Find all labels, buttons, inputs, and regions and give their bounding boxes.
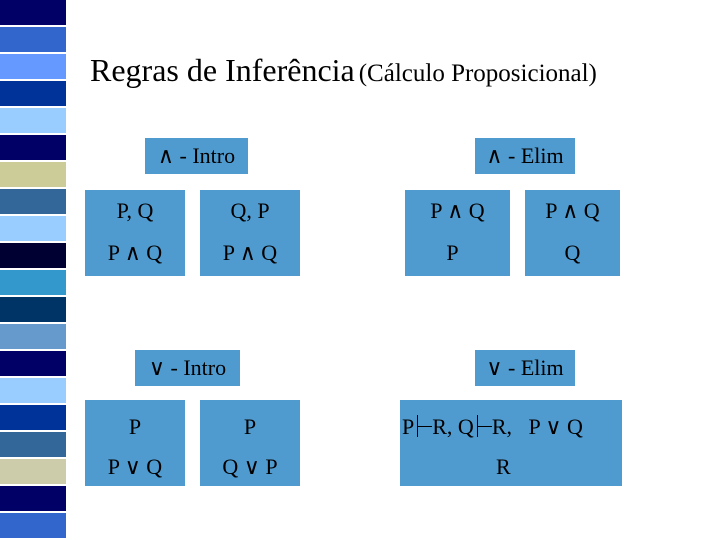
- stripe-block: [0, 0, 66, 25]
- rule-premise: P: [243, 414, 257, 439]
- stripe-block: [0, 351, 66, 376]
- rule-conclusion: Q: [564, 240, 581, 265]
- rule-conclusion: P ∧ Q: [107, 240, 163, 265]
- stripe-block: [0, 243, 66, 268]
- rule-premise: P: [128, 414, 142, 439]
- stripe-block: [0, 324, 66, 349]
- and-intro-header: ∧ - Intro: [145, 138, 248, 174]
- and-elim-rule-2: P ∧ Q Q: [525, 190, 620, 276]
- stripe-block: [0, 270, 66, 295]
- stripe-block: [0, 513, 66, 538]
- turnstile-icon: [474, 415, 492, 437]
- rule-premise: P ∧ Q: [545, 198, 600, 223]
- premise-p: P: [402, 414, 415, 439]
- stripe-block: [0, 432, 66, 457]
- stripe-block: [0, 81, 66, 106]
- and-intro-rule-1: P, Q P ∧ Q: [85, 190, 185, 276]
- rule-conclusion: P ∨ Q: [107, 454, 163, 479]
- or-intro-rule-2: P Q ∨ P: [200, 400, 300, 486]
- rule-conclusion: R: [496, 454, 511, 479]
- premise-rest: R, P ∨ Q: [491, 414, 583, 439]
- and-intro-rule-2: Q, P P ∧ Q: [200, 190, 300, 276]
- or-elim-header: ∨ - Elim: [475, 350, 575, 386]
- stripe-block: [0, 27, 66, 52]
- rule-premise: Q, P: [230, 198, 270, 223]
- or-intro-rule-1: P P ∨ Q: [85, 400, 185, 486]
- turnstile-icon: [414, 415, 433, 437]
- stripe-block: [0, 189, 66, 214]
- stripe-block: [0, 108, 66, 133]
- stripe-block: [0, 405, 66, 430]
- rule-premise: P, Q: [116, 198, 154, 223]
- stripe-block: [0, 378, 66, 403]
- stripe-block: [0, 459, 66, 484]
- title-subtitle: (Cálculo Proposicional): [358, 60, 597, 87]
- stripe-block: [0, 54, 66, 79]
- and-elim-rule-1: P ∧ Q P: [405, 190, 510, 276]
- slide-title: Regras de Inferência (Cálculo Proposicio…: [90, 52, 597, 89]
- decorative-stripe-bar: [0, 0, 66, 540]
- rule-conclusion: Q ∨ P: [222, 454, 278, 479]
- stripe-block: [0, 486, 66, 511]
- premise-rq: R, Q: [432, 414, 474, 439]
- rule-premise: P R, Q R, P ∨ Q: [402, 414, 583, 440]
- and-elim-header: ∧ - Elim: [475, 138, 575, 174]
- stripe-block: [0, 216, 66, 241]
- rule-conclusion: P ∧ Q: [222, 240, 278, 265]
- rule-conclusion: P: [446, 240, 459, 265]
- stripe-block: [0, 162, 66, 187]
- stripe-block: [0, 135, 66, 160]
- or-intro-header: ∨ - Intro: [135, 350, 240, 386]
- stripe-block: [0, 297, 66, 322]
- or-elim-rule: P R, Q R, P ∨ Q R: [400, 400, 622, 486]
- rule-premise: P ∧ Q: [430, 198, 485, 223]
- title-main: Regras de Inferência: [90, 52, 355, 88]
